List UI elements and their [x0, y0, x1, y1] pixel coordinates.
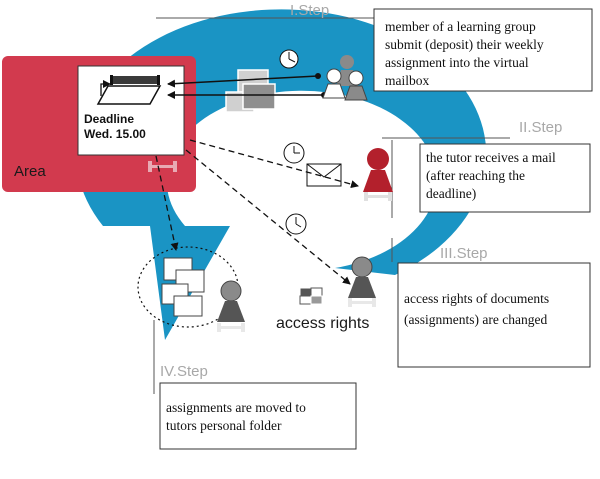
tutor-rights-icon — [348, 256, 376, 307]
access-rights-label: access rights — [276, 315, 369, 332]
rights-arrow — [185, 149, 351, 285]
step3-text: access rights of documents (assignments)… — [404, 291, 552, 327]
deadline-box: Deadline Wed. 15.00 — [77, 65, 185, 156]
mail-envelope-icon — [306, 163, 342, 187]
deadline-time: Wed. 15.00 — [84, 127, 146, 141]
step1-box: member of a learning group submit (depos… — [373, 8, 593, 92]
step2-text: the tutor receives a mail (after reachin… — [426, 150, 559, 201]
clock-icon — [279, 49, 299, 69]
step2-box: the tutor receives a mail (after reachin… — [419, 143, 591, 213]
step4-box: assignments are moved to tutors personal… — [159, 382, 357, 450]
step1-text: member of a learning group submit (depos… — [385, 19, 547, 88]
step3-box: access rights of documents (assignments)… — [397, 262, 591, 368]
move-arrow — [155, 155, 179, 251]
tutor-icon — [363, 148, 393, 201]
submit-arrow-1 — [167, 75, 319, 88]
step3-label: III.Step — [440, 245, 488, 262]
deadline-title: Deadline — [84, 112, 134, 126]
submitted-documents-icon — [225, 69, 276, 113]
step4-label: IV.Step — [160, 363, 208, 380]
moved-documents-icon — [161, 257, 205, 317]
area-handle-icon — [148, 161, 177, 172]
tutor-folder-icon — [217, 280, 245, 332]
step2-label: II.Step — [519, 119, 562, 136]
notify-arrow — [189, 139, 359, 189]
permissions-grid-icon — [299, 287, 323, 305]
area-label: Area — [14, 163, 46, 180]
group-member-icon — [344, 70, 368, 101]
clock-icon — [283, 142, 305, 164]
group-member-icon — [322, 68, 346, 99]
mailbox-icon — [96, 75, 162, 105]
step1-label: I.Step — [290, 2, 329, 19]
clock-icon — [285, 213, 307, 235]
step4-text: assignments are moved to tutors personal… — [166, 400, 309, 433]
